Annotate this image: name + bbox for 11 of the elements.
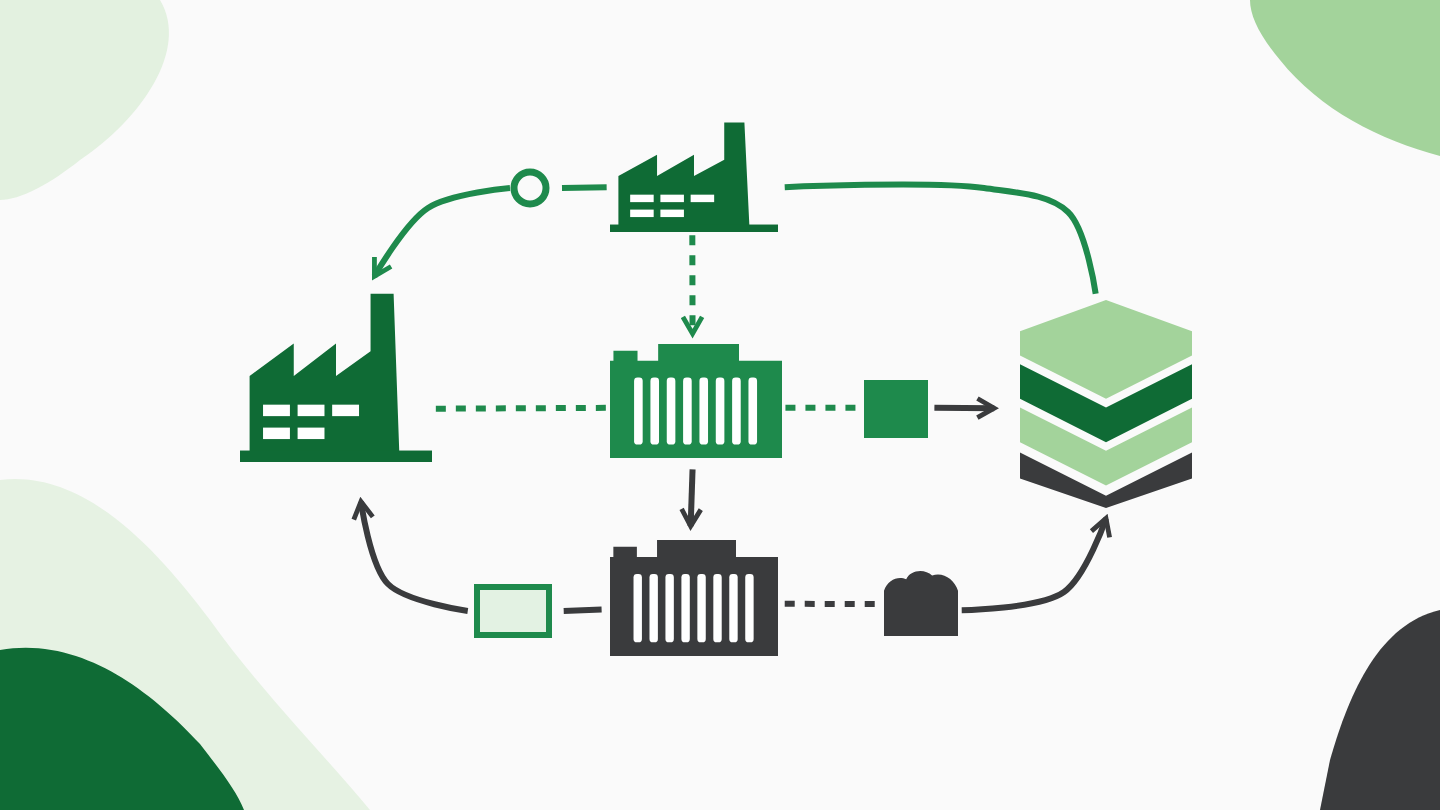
connector-line: [784, 181, 1099, 295]
connector-line: [563, 606, 602, 614]
connector-line: [435, 404, 609, 412]
arrow: [679, 469, 704, 529]
arrow: [961, 516, 1112, 614]
connector-line: [784, 600, 881, 608]
connector-line: [561, 184, 607, 191]
arrow: [680, 235, 705, 337]
arrow: [351, 499, 469, 614]
arrow: [934, 396, 997, 421]
arrow: [371, 185, 511, 279]
